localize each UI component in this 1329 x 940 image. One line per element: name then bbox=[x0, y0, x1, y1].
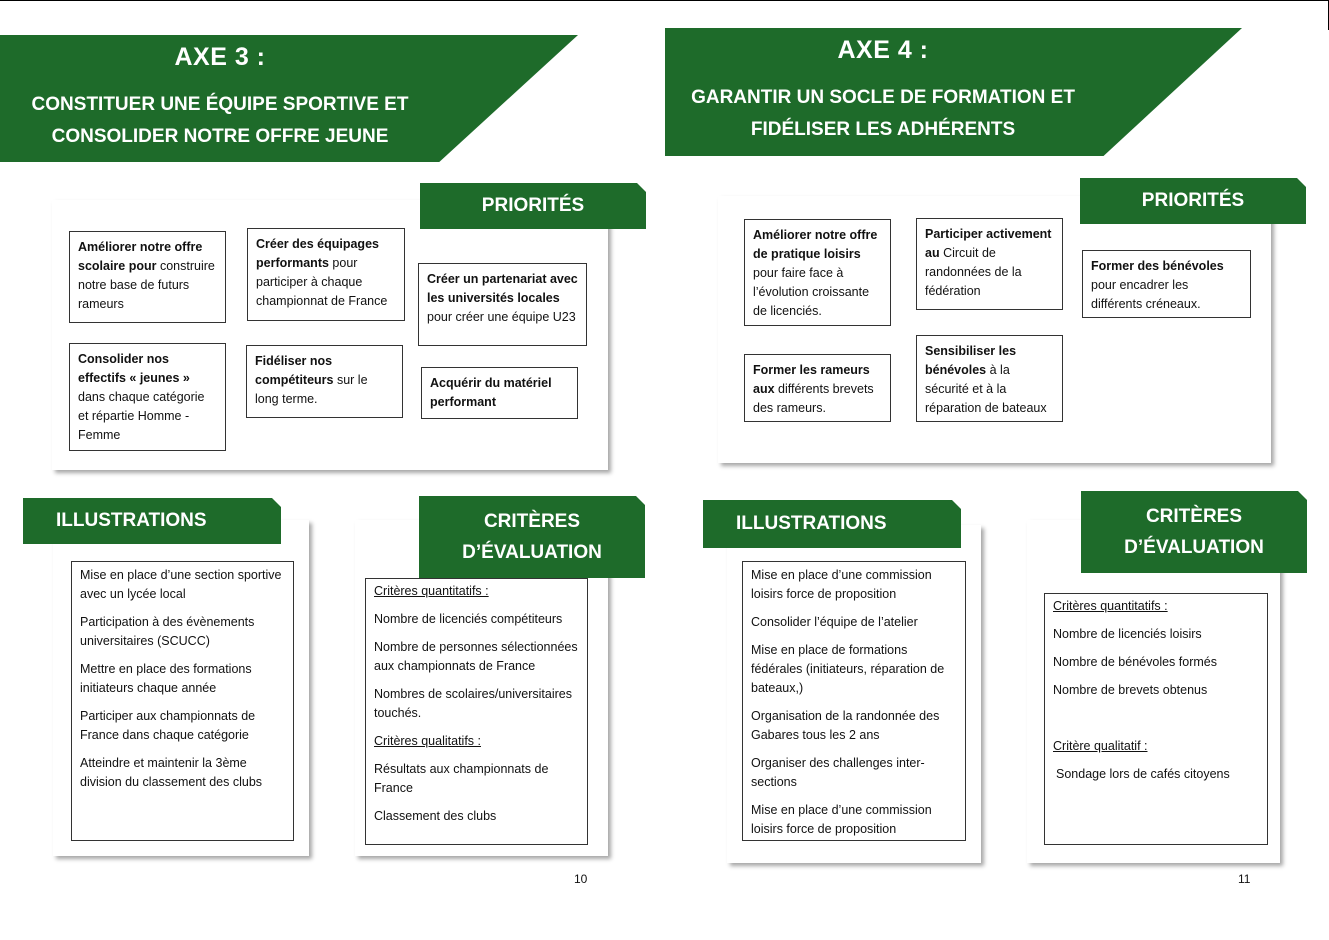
axe3-priorities-header: PRIORITÉS bbox=[420, 183, 647, 229]
priority-bold: Consolider nos effectifs « jeunes » bbox=[78, 352, 190, 385]
page-number-left: 10 bbox=[574, 872, 588, 886]
axe3-title: AXE 3 : bbox=[174, 43, 266, 71]
axe3-priority-3: Créer un partenariat avec les université… bbox=[418, 263, 587, 346]
criteria-item: Nombre de bénévoles formés bbox=[1053, 655, 1217, 669]
axe3-banner: AXE 3 : CONSTITUER UNE ÉQUIPE SPORTIVE E… bbox=[0, 35, 578, 162]
axe4-priorities-header: PRIORITÉS bbox=[1080, 178, 1307, 224]
axe3-criteria-list: Critères quantitatifs : Nombre de licenc… bbox=[365, 578, 588, 845]
criteria-qual-title: Critère qualitatif : bbox=[1053, 739, 1148, 753]
illustration-item: Atteindre et maintenir la 3ème division … bbox=[80, 756, 263, 789]
axe4-title: AXE 4 : bbox=[837, 36, 929, 64]
illustration-item: Mettre en place des formations initiateu… bbox=[80, 662, 252, 695]
axe4-subtitle-line1: GARANTIR UN SOCLE DE FORMATION ET bbox=[691, 87, 1075, 108]
priority-bold: Créer un partenariat avec les université… bbox=[427, 272, 578, 305]
illustration-item: Consolider l’équipe de l’atelier bbox=[751, 615, 918, 629]
priority-bold: Fidéliser nos compétiteurs bbox=[255, 354, 334, 387]
axe3-priority-6: Acquérir du matériel performant bbox=[421, 367, 578, 419]
criteria-quant-title: Critères quantitatifs : bbox=[374, 584, 489, 598]
priority-text: Circuit de randonnées de la fédération bbox=[925, 246, 1022, 298]
criteria-item: Sondage lors de cafés citoyens bbox=[1056, 767, 1230, 781]
priority-text: pour faire face à l’évolution croissante… bbox=[753, 266, 870, 318]
priority-text: dans chaque catégorie et répartie Homme … bbox=[78, 390, 205, 442]
page-number-right: 11 bbox=[1238, 872, 1251, 886]
axe4-priorities-header-label: PRIORITÉS bbox=[1141, 190, 1245, 211]
priority-bold: Sensibiliser les bénévoles bbox=[925, 344, 1017, 377]
top-border-line bbox=[0, 0, 1329, 1]
priority-bold: Former des bénévoles bbox=[1091, 259, 1224, 273]
priority-bold: Améliorer notre offre scolaire pour bbox=[78, 240, 203, 273]
axe3-priority-4: Consolider nos effectifs « jeunes » dans… bbox=[69, 343, 226, 451]
criteria-item: Nombre de brevets obtenus bbox=[1053, 683, 1208, 697]
illustration-item: Participation à des évènements universit… bbox=[80, 615, 255, 648]
axe4-priority-2: Participer activement au Circuit de rand… bbox=[916, 218, 1063, 310]
axe3-criteria-header-line1: CRITÈRES bbox=[483, 511, 581, 532]
axe4-illustrations-list: Mise en place d’une commission loisirs f… bbox=[742, 561, 966, 841]
axe3-criteria-header-line2: D’ÉVALUATION bbox=[462, 542, 602, 563]
axe4-illustrations-header-label: ILLUSTRATIONS bbox=[736, 513, 887, 534]
priority-bold: Participer activement au bbox=[925, 227, 1052, 260]
priority-text: pour créer une équipe U23 bbox=[427, 310, 576, 324]
criteria-item: Classement des clubs bbox=[374, 809, 497, 823]
axe4-criteria-header: CRITÈRES D’ÉVALUATION bbox=[1081, 491, 1308, 573]
axe3-priority-1: Améliorer notre offre scolaire pour cons… bbox=[69, 231, 226, 323]
priority-text: à la sécurité et à la réparation de bate… bbox=[925, 363, 1047, 415]
axe4-priority-3: Former des bénévoles pour encadrer les d… bbox=[1082, 250, 1251, 318]
axe4-banner: AXE 4 : GARANTIR UN SOCLE DE FORMATION E… bbox=[665, 28, 1242, 156]
criteria-item: Nombre de licenciés loisirs bbox=[1053, 627, 1202, 641]
axe3-priority-5: Fidéliser nos compétiteurs sur le long t… bbox=[246, 345, 403, 418]
axe3-criteria-header: CRITÈRES D’ÉVALUATION bbox=[419, 496, 646, 578]
priority-text: différents brevets des rameurs. bbox=[753, 382, 874, 415]
illustration-item: Mise en place de formations fédérales (i… bbox=[751, 643, 945, 695]
axe3-priorities-header-label: PRIORITÉS bbox=[481, 195, 585, 216]
priority-bold: Améliorer notre offre de pratique loisir… bbox=[753, 228, 878, 261]
axe3-illustrations-header-label: ILLUSTRATIONS bbox=[56, 510, 207, 531]
axe3-illustrations-header: ILLUSTRATIONS bbox=[23, 498, 282, 544]
illustration-item: Participer aux championnats de France da… bbox=[80, 709, 256, 742]
axe3-subtitle-line1: CONSTITUER UNE ÉQUIPE SPORTIVE ET bbox=[31, 94, 409, 115]
criteria-item: Nombres de scolaires/universitaires touc… bbox=[374, 687, 572, 720]
priority-text: pour participer à chaque championnat de … bbox=[256, 256, 388, 308]
axe3-illustrations-list: Mise en place d’une section sportive ave… bbox=[71, 561, 294, 841]
criteria-quant-title: Critères quantitatifs : bbox=[1053, 599, 1168, 613]
axe3-priority-2: Créer des équipages performants pour par… bbox=[247, 228, 405, 321]
illustration-item: Organisation de la randonnée des Gabares… bbox=[751, 709, 940, 742]
criteria-item: Résultats aux championnats de France bbox=[374, 762, 549, 795]
priority-bold: Créer des équipages performants bbox=[256, 237, 379, 270]
priority-text: sur le long terme. bbox=[255, 373, 368, 406]
axe4-priority-1: Améliorer notre offre de pratique loisir… bbox=[744, 219, 891, 326]
axe4-criteria-list: Critères quantitatifs : Nombre de licenc… bbox=[1044, 593, 1268, 845]
illustration-item: Organiser des challenges inter-sections bbox=[751, 756, 925, 789]
priority-text: construire notre base de futurs rameurs bbox=[78, 259, 215, 311]
axe4-criteria-header-line1: CRITÈRES bbox=[1145, 506, 1243, 527]
priority-text: pour encadrer les différents créneaux. bbox=[1091, 278, 1201, 311]
axe4-priority-4: Former les rameurs aux différents brevet… bbox=[744, 354, 891, 422]
axe4-priority-5: Sensibiliser les bénévoles à la sécurité… bbox=[916, 335, 1063, 422]
illustration-item: Mise en place d’une commission loisirs f… bbox=[751, 803, 932, 836]
illustration-item: Mise en place d’une commission loisirs f… bbox=[751, 568, 932, 601]
axe4-illustrations-header: ILLUSTRATIONS bbox=[703, 500, 962, 548]
axe3-subtitle-line2: CONSOLIDER NOTRE OFFRE JEUNE bbox=[51, 126, 389, 147]
criteria-item: Nombre de licenciés compétiteurs bbox=[374, 612, 563, 626]
criteria-qual-title: Critères qualitatifs : bbox=[374, 734, 481, 748]
axe4-criteria-header-line2: D’ÉVALUATION bbox=[1124, 537, 1264, 558]
axe4-subtitle-line2: FIDÉLISER LES ADHÉRENTS bbox=[750, 119, 1016, 140]
criteria-item: Nombre de personnes sélectionnées aux ch… bbox=[374, 640, 578, 673]
priority-bold: Former les rameurs aux bbox=[753, 363, 870, 396]
illustration-item: Mise en place d’une section sportive ave… bbox=[80, 568, 282, 601]
priority-bold: Acquérir du matériel performant bbox=[430, 376, 552, 409]
